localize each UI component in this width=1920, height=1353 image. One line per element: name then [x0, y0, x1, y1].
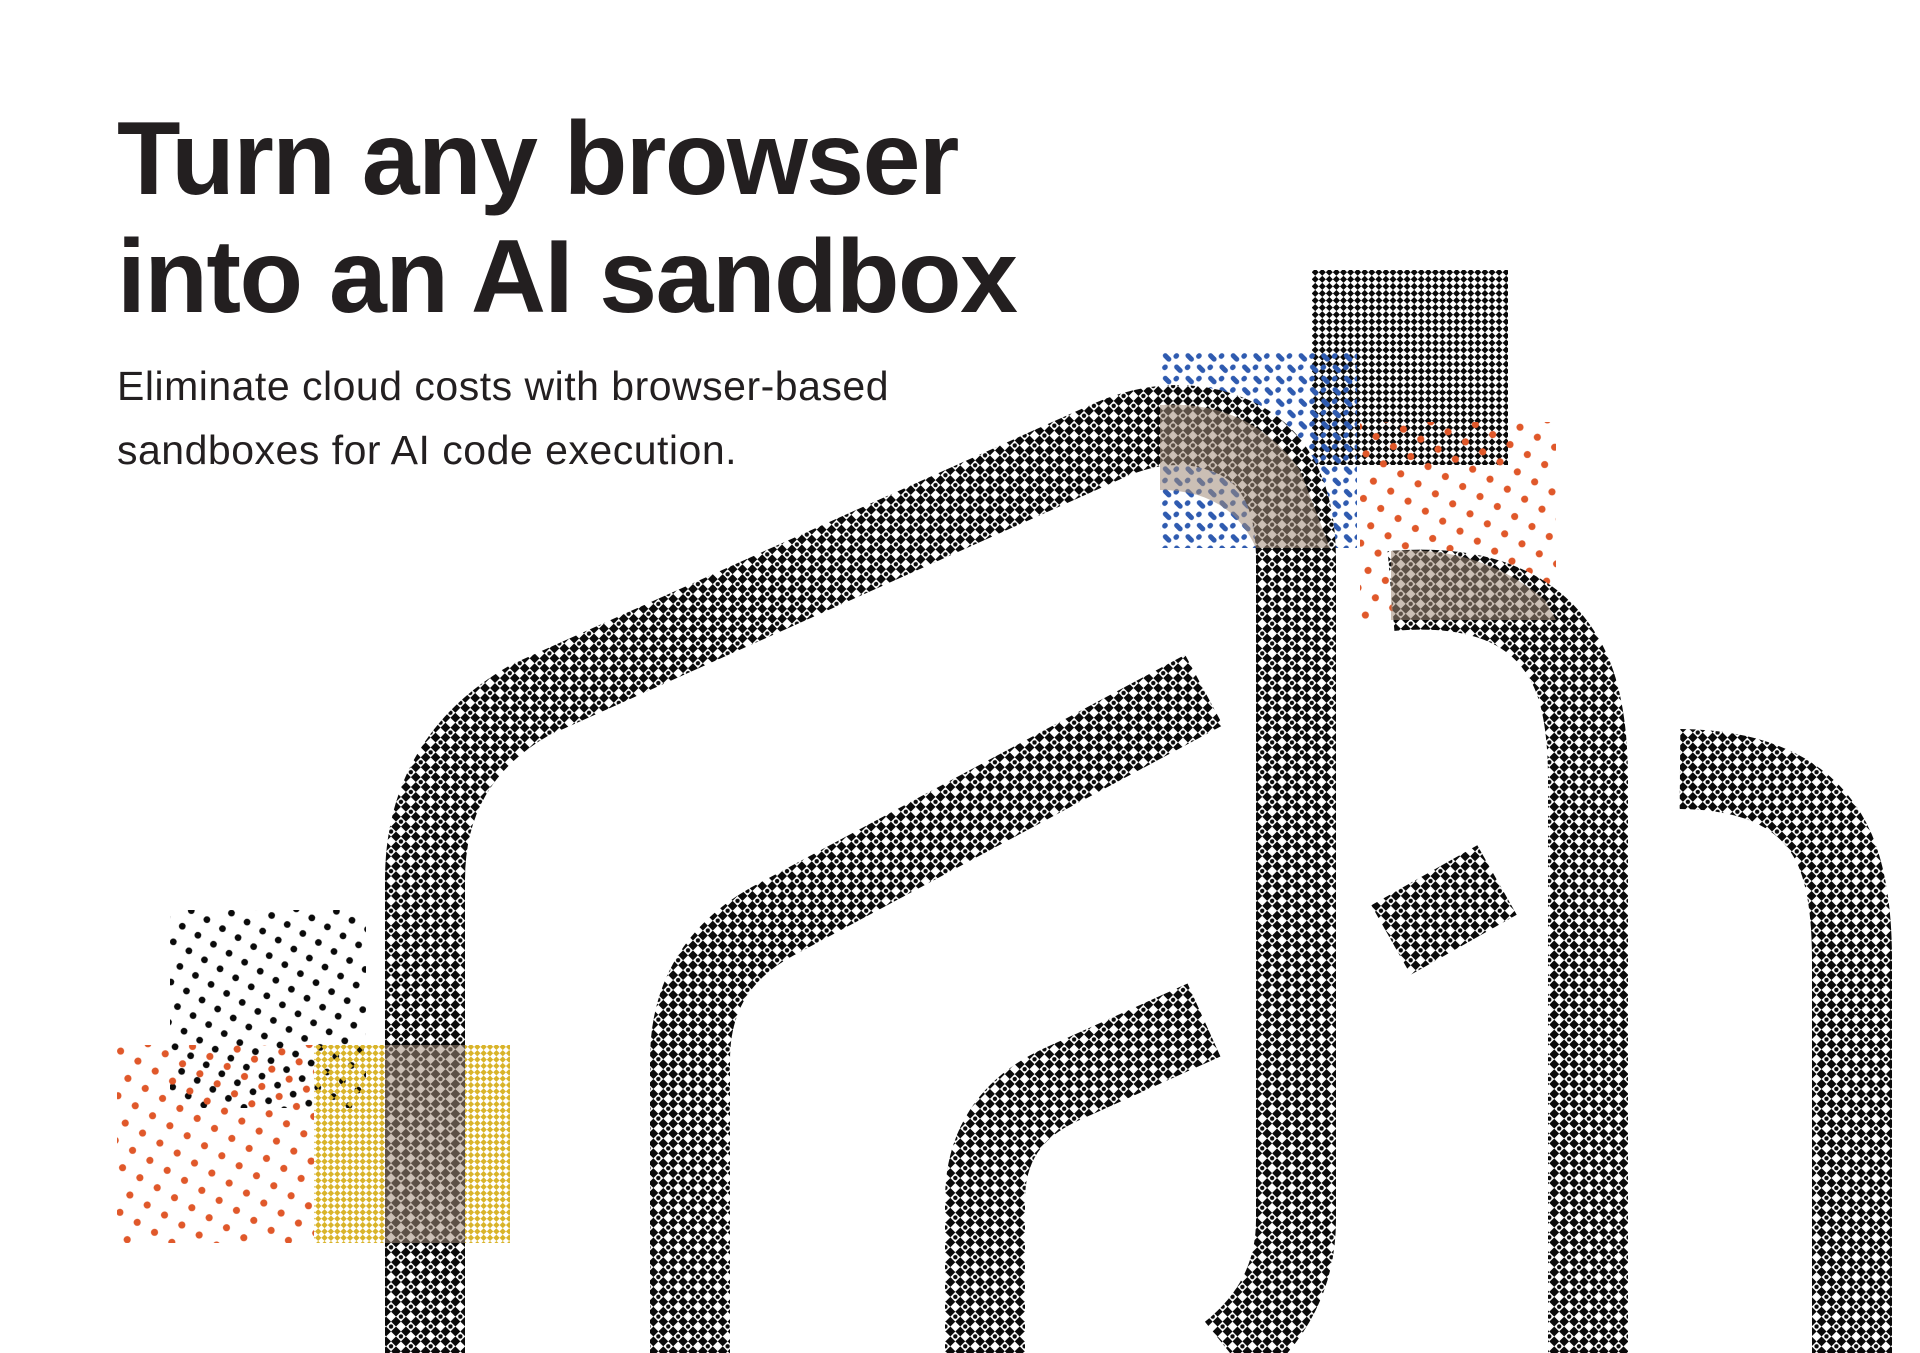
orange-dot-square-left: [117, 1045, 314, 1243]
hero-subtitle: Eliminate cloud costs with browser-based…: [117, 354, 1016, 482]
stroke-middle: [650, 654, 1223, 1353]
hero-title-line-1: Turn any browser: [117, 101, 959, 217]
hero-text-block: Turn any browser into an AI sandbox Elim…: [117, 100, 1018, 482]
hero-subtitle-line-1: Eliminate cloud costs with browser-based: [117, 363, 889, 409]
overlap-tint-yellow: [385, 1045, 465, 1243]
overlap-tint-orange: [1391, 550, 1556, 620]
stroke-arch-left: [1387, 549, 1628, 1353]
logo-strokes: [385, 385, 1892, 1353]
stroke-arch-right: [1678, 729, 1892, 1353]
overlap-tint-blue: [1160, 404, 1330, 548]
stroke-inner: [945, 983, 1221, 1353]
hero-subtitle-line-2: sandboxes for AI code execution.: [117, 427, 738, 473]
overlap-tints: [385, 404, 1556, 1243]
hero-title-line-2: into an AI sandbox: [117, 219, 1018, 335]
hero-title: Turn any browser into an AI sandbox: [117, 100, 1018, 336]
stroke-short-diagonal: [1371, 845, 1517, 975]
